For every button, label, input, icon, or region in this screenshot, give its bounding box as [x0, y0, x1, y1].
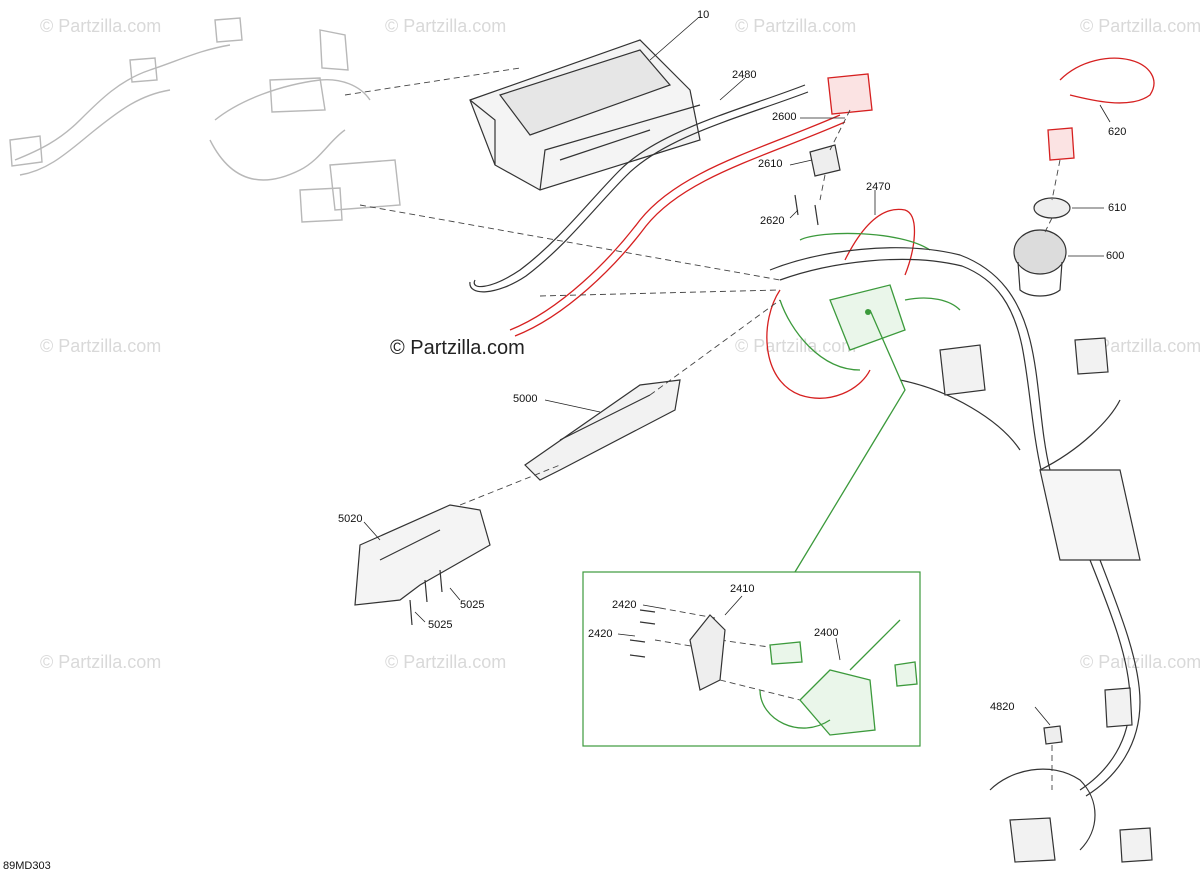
assembly-lines: [344, 67, 1061, 790]
part-label-2410: 2410: [730, 583, 754, 595]
part-label-5020: 5020: [338, 513, 362, 525]
part-label-4820: 4820: [990, 701, 1014, 713]
part-label-2400: 2400: [814, 627, 838, 639]
label-leaders: [363, 17, 1111, 726]
watermark: © Partzilla.com: [40, 336, 161, 356]
watermark: © Partzilla.com: [385, 652, 506, 672]
bracket-5000: [524, 379, 681, 481]
part-label-620: 620: [1108, 126, 1126, 138]
partzilla-watermark: © Partzilla.com: [390, 337, 525, 359]
watermark: © Partzilla.com: [385, 16, 506, 36]
watermark: © Partzilla.com: [735, 16, 856, 36]
part-label-5025: 5025: [428, 619, 452, 631]
part-label-2620: 2620: [760, 215, 784, 227]
part-label-2420: 2420: [588, 628, 612, 640]
red-wiring: [509, 57, 1155, 399]
part-labels: 10 2480 2600 2610 2620 2470 620 610 600 …: [338, 9, 1126, 713]
part-label-5000: 5000: [513, 393, 537, 405]
clip-2610: [809, 144, 841, 177]
watermark: © Partzilla.com: [40, 652, 161, 672]
part-label-600: 600: [1106, 250, 1124, 262]
watermark-layer: © Partzilla.com © Partzilla.com © Partzi…: [40, 16, 1200, 672]
part-label-2420: 2420: [612, 599, 636, 611]
part-label-10: 10: [697, 9, 709, 21]
watermark: © Partzilla.com: [735, 336, 856, 356]
watermark: © Partzilla.com: [40, 16, 161, 36]
green-switch-assembly: [779, 232, 961, 371]
part-label-5025: 5025: [460, 599, 484, 611]
part-label-610: 610: [1108, 202, 1126, 214]
part-label-2470: 2470: [866, 181, 890, 193]
watermark: © Partzilla.com: [1080, 16, 1200, 36]
cable-2480: [473, 84, 806, 288]
diagram-code: 89MD303: [3, 860, 51, 872]
main-harness: [769, 247, 1153, 863]
harness-upper-left: [9, 17, 401, 223]
watermark: © Partzilla.com: [1080, 652, 1200, 672]
detail-callout: [582, 309, 921, 747]
part-label-2600: 2600: [772, 111, 796, 123]
part-label-2610: 2610: [758, 158, 782, 170]
part-label-2480: 2480: [732, 69, 756, 81]
screw-2620: [794, 194, 799, 216]
housing-5020: [354, 504, 491, 606]
nut-4820: [1043, 725, 1063, 745]
key-switch: [1013, 197, 1071, 297]
watermark: © Partzilla.com: [1080, 336, 1200, 356]
instrument-cluster: [469, 39, 701, 191]
